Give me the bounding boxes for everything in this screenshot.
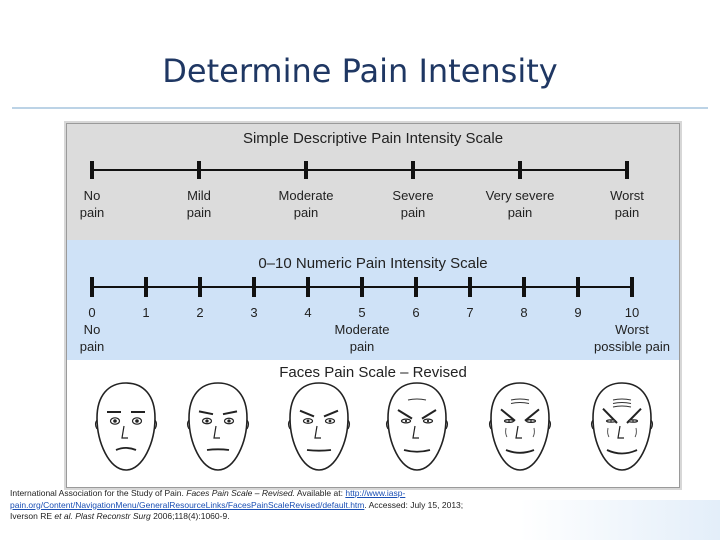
numeric-tick-number: 2 [196, 305, 204, 320]
pain-scales-panel: Simple Descriptive Pain Intensity Scale … [66, 123, 680, 488]
numeric-scale-title: 0–10 Numeric Pain Intensity Scale [258, 255, 488, 272]
numeric-tick-number: 1 [142, 305, 150, 320]
descriptive-label-line: pain [400, 205, 426, 220]
face-2-slight-frown-icon [185, 380, 251, 474]
numeric-tick-descriptor: pain [79, 339, 105, 354]
citation: International Association for the Study … [10, 488, 530, 523]
faces-scale-title: Faces Pain Scale – Revised [279, 364, 467, 381]
numeric-tick-number: 4 [304, 305, 312, 320]
numeric-tick-number: 5 [358, 305, 366, 320]
numeric-tick-number: 9 [574, 305, 582, 320]
numeric-tick-descriptor: Worst [615, 322, 649, 337]
citation-link[interactable]: http://www.iasp-pain.org/Content/Navigat… [10, 488, 406, 510]
faces-scale-section: Faces Pain Scale – Revised [67, 360, 679, 487]
numeric-tick-number: 10 [624, 305, 640, 320]
descriptive-label-line: pain [507, 205, 533, 220]
citation-italic1: Faces Pain Scale – Revised. [186, 488, 295, 498]
descriptive-label-line: pain [186, 205, 212, 220]
face-4-frown-icon [286, 380, 352, 474]
face-6-sad-icon [384, 380, 450, 474]
descriptive-label-line: pain [614, 205, 640, 220]
descriptive-scale-label: No pain [80, 187, 105, 221]
face-10-worst-pain-icon [589, 380, 655, 474]
descriptive-label-line: pain [79, 205, 105, 220]
numeric-tick-number: 0 [88, 305, 96, 320]
citation-part3: . Accessed: July 15, 2013; [364, 499, 464, 510]
face-8-grimace-icon [487, 380, 553, 474]
numeric-tick-number: 8 [520, 305, 528, 320]
descriptive-label-line: Moderate [278, 188, 334, 203]
numeric-tick-descriptor: pain [349, 339, 375, 354]
numeric-scale-label: 3 [250, 304, 257, 321]
descriptive-label-line: pain [293, 205, 319, 220]
descriptive-scale-title: Simple Descriptive Pain Intensity Scale [242, 130, 504, 147]
numeric-scale-label: 6 [412, 304, 419, 321]
citation-part4: Iverson RE [10, 511, 55, 521]
numeric-tick-descriptor: possible pain [594, 339, 670, 354]
descriptive-label-line: Worst [610, 188, 644, 203]
numeric-tick-number: 3 [250, 305, 258, 320]
citation-italic2: et al. Plast Reconstr Surg [54, 511, 151, 521]
slide-title: Determine Pain Intensity [162, 52, 558, 90]
descriptive-scale-label: Worst pain [610, 187, 644, 221]
numeric-scale-label: 2 [196, 304, 203, 321]
numeric-scale-section: 0–10 Numeric Pain Intensity Scale [67, 240, 679, 360]
descriptive-label-line: No [83, 188, 101, 203]
title-divider [12, 107, 708, 109]
numeric-tick-number: 7 [466, 305, 474, 320]
citation-part2: Available at: [294, 488, 346, 498]
descriptive-scale-label: Very severe pain [486, 187, 555, 221]
numeric-tick-descriptor: No [83, 322, 101, 337]
numeric-scale-label: 9 [574, 304, 581, 321]
descriptive-label-line: Mild [187, 188, 211, 203]
numeric-scale-label: 8 [520, 304, 527, 321]
numeric-scale-label: 4 [304, 304, 311, 321]
descriptive-label-line: Very severe [485, 188, 555, 203]
citation-part1: International Association for the Study … [10, 488, 187, 498]
page-edge-shading [520, 500, 720, 540]
numeric-tick-descriptor: Moderate [334, 322, 390, 337]
numeric-scale-label: 7 [466, 304, 473, 321]
descriptive-scale-label: Moderate pain [279, 187, 334, 221]
numeric-tick-number: 6 [412, 305, 420, 320]
descriptive-scale-label: Mild pain [187, 187, 212, 221]
citation-part5: 2006;118(4):1060-9. [150, 511, 230, 521]
numeric-scale-label: 1 [142, 304, 149, 321]
face-0-neutral-icon [93, 380, 159, 474]
descriptive-label-line: Severe [392, 188, 434, 203]
descriptive-scale-label: Severe pain [392, 187, 433, 221]
faces-row [66, 380, 678, 480]
descriptive-scale-section: Simple Descriptive Pain Intensity Scale [67, 124, 679, 240]
